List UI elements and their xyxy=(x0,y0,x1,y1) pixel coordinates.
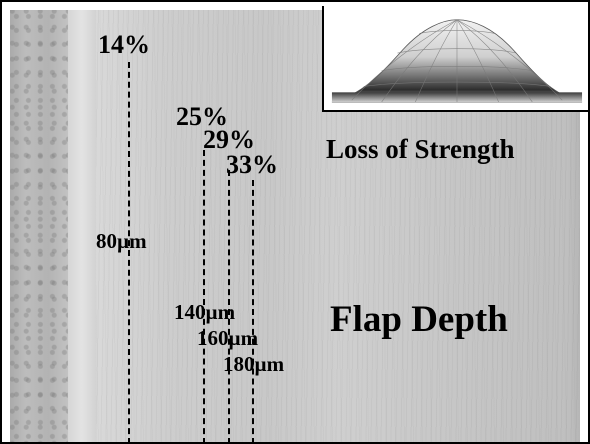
flap-depth-label-3: 160µm xyxy=(197,326,259,350)
flap-depth-heading: Flap Depth xyxy=(330,299,508,340)
cornea-dome-icon xyxy=(331,19,583,103)
flap-depth-label-1: 80µm xyxy=(96,229,147,253)
flap-depth-label-4: 180µm xyxy=(223,352,285,376)
right-margin xyxy=(580,2,588,444)
depth-line-140 xyxy=(203,150,205,444)
strength-loss-label-1: 14% xyxy=(98,30,150,59)
strength-loss-label-4: 33% xyxy=(226,150,278,179)
loss-of-strength-heading: Loss of Strength xyxy=(326,134,515,164)
corneal-epithelium xyxy=(8,8,68,444)
left-margin xyxy=(2,2,10,444)
bowman-layer xyxy=(68,8,96,444)
depth-line-80 xyxy=(128,62,130,444)
top-margin xyxy=(2,2,588,10)
flap-depth-label-2: 140µm xyxy=(174,300,236,324)
strength-loss-label-3: 29% xyxy=(203,125,255,154)
cornea-dome-inset xyxy=(322,6,588,112)
depth-line-180 xyxy=(252,180,254,444)
depth-line-160 xyxy=(228,170,230,444)
strength-loss-label-2: 25% xyxy=(176,102,228,131)
